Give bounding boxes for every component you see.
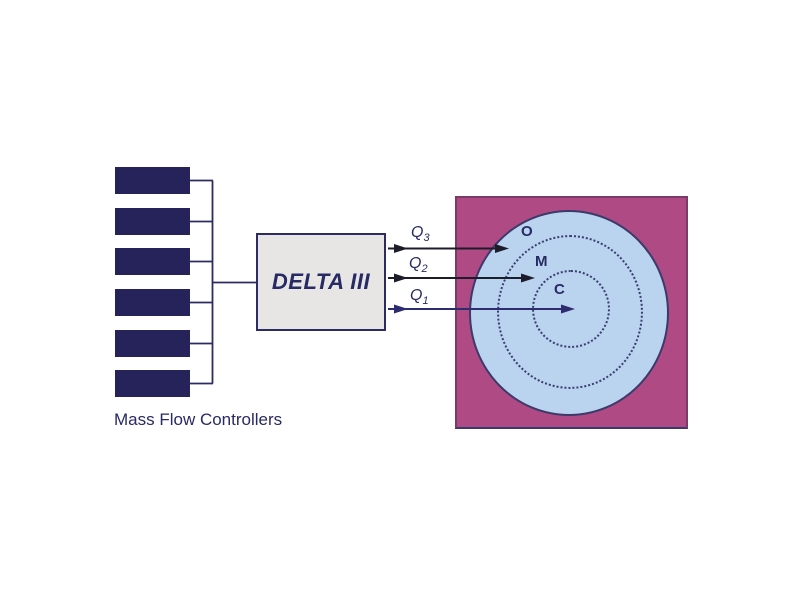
flow-label-q1: Q1: [410, 287, 429, 307]
zone-label-center: C: [554, 281, 565, 298]
flow-label-base: Q: [411, 224, 424, 241]
mfc-unit: [115, 330, 190, 357]
mfc-unit: [115, 289, 190, 316]
controller-label: DELTA III: [271, 269, 371, 294]
flow-label-base: Q: [410, 287, 423, 304]
flow-label-q3: Q3: [411, 224, 430, 244]
flow-label-sub: 2: [421, 263, 428, 276]
zone-boundary-middle: [497, 235, 643, 389]
mfc-unit: [115, 167, 190, 194]
zone-label-outer: O: [521, 223, 533, 240]
flow-label-base: Q: [409, 255, 422, 272]
flow-label-sub: 3: [423, 232, 430, 245]
mfc-unit: [115, 370, 190, 397]
mfc-unit: [115, 248, 190, 275]
flow-label-sub: 1: [422, 295, 429, 308]
zone-label-middle: M: [535, 253, 548, 270]
mfc-connector-lines: [189, 179, 256, 385]
flow-label-q2: Q2: [409, 255, 428, 275]
mfc-unit: [115, 208, 190, 235]
controller-box: DELTA III: [256, 233, 386, 331]
mfc-group-label: Mass Flow Controllers: [114, 410, 283, 429]
zone-boundary-inner: [532, 270, 610, 348]
